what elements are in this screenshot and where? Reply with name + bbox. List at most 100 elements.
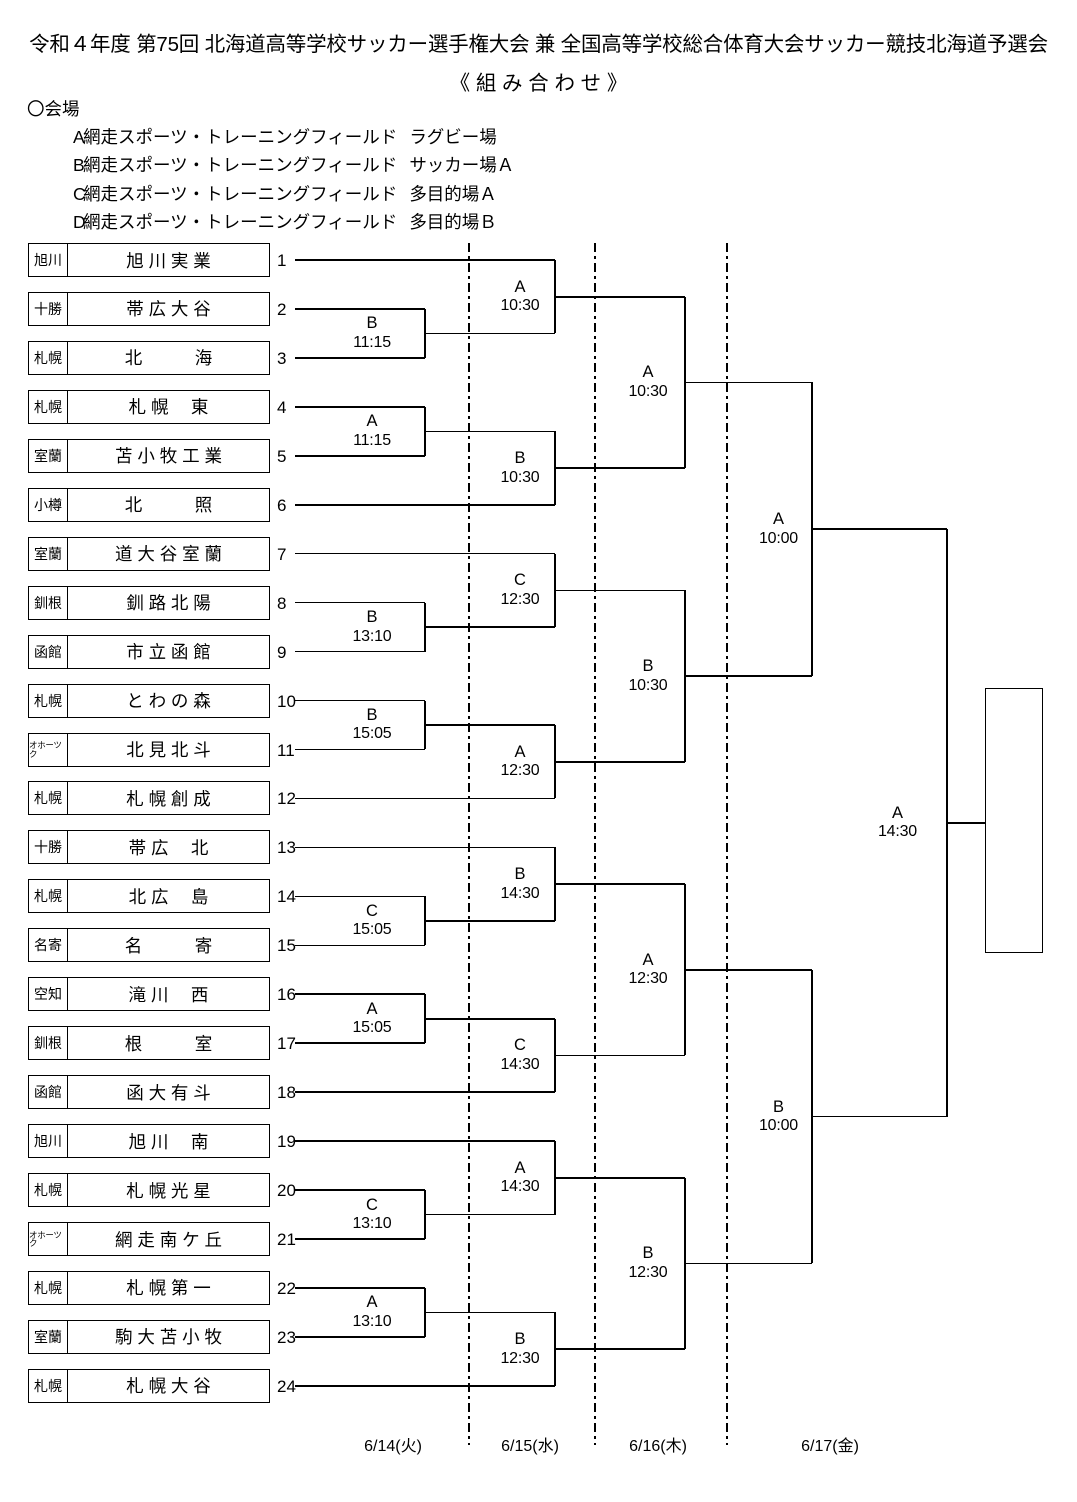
- r1-feed-top: [295, 308, 425, 310]
- r2-feed-bye: [295, 552, 555, 555]
- day-label-2: 6/15(水): [501, 1438, 559, 1455]
- team-row[interactable]: 札幌札 幌 第 一: [28, 1270, 270, 1305]
- r2-feed-winner: [425, 724, 555, 726]
- team-row[interactable]: 小樽北 照: [28, 487, 270, 522]
- match-time: 15:05: [352, 921, 392, 939]
- venue-name: 網走スポーツ・トレーニングフィールド多目的場Ｂ: [83, 212, 497, 233]
- r1-feed-bottom: [295, 1238, 425, 1240]
- r1-bracket-vline: [424, 994, 426, 1044]
- team-name: 北 照: [124, 495, 213, 516]
- r1-feed-top: [295, 993, 425, 996]
- team-prefecture: 札幌: [29, 390, 68, 423]
- team-row[interactable]: 釧根釧 路 北 陽: [28, 585, 270, 620]
- match-time: 10:30: [500, 297, 540, 315]
- match-time: 15:05: [352, 1019, 392, 1037]
- match-time: 10:00: [758, 1117, 799, 1135]
- team-row[interactable]: 札幌と わ の 森: [28, 683, 270, 718]
- team-row[interactable]: オホーツク網 走 南 ケ 丘: [28, 1222, 270, 1256]
- team-row[interactable]: 室蘭駒 大 苫 小 牧: [28, 1319, 270, 1354]
- team-row[interactable]: 函館函 大 有 斗: [28, 1075, 270, 1110]
- match-time: 14:30: [500, 884, 540, 902]
- r1-bracket-vline: [424, 602, 426, 652]
- r3-bracket-vline: [684, 1177, 686, 1350]
- team-row[interactable]: 札幌北 広 島: [28, 879, 270, 914]
- r1-bracket-vline: [424, 700, 426, 750]
- team-row[interactable]: 名寄名 寄: [28, 928, 270, 963]
- match-time: 12:30: [500, 590, 540, 608]
- match-venue: B: [642, 657, 654, 676]
- match-venue: B: [366, 608, 378, 627]
- r2-bracket-vline: [554, 1312, 556, 1386]
- r3-feed-top: [555, 883, 685, 885]
- team-row[interactable]: 釧根根 室: [28, 1026, 270, 1061]
- team-row[interactable]: 函館市 立 函 館: [28, 634, 270, 669]
- seed-number: 20: [277, 1181, 296, 1201]
- team-row[interactable]: 旭川旭 川 実 業: [28, 243, 270, 277]
- team-row[interactable]: 室蘭道 大 谷 室 蘭: [28, 536, 270, 571]
- venue-item-b: B 網走スポーツ・トレーニングフィールドサッカー場Ａ: [27, 153, 514, 178]
- team-row[interactable]: 旭川旭 川 南: [28, 1124, 270, 1159]
- r2-feed-bye: [295, 503, 555, 506]
- team-row[interactable]: 札幌札 幌 光 星: [28, 1173, 270, 1208]
- team-name: 函 大 有 斗: [126, 1082, 211, 1103]
- day-label-4: 6/17(金): [801, 1438, 859, 1455]
- r1-feed-bottom: [295, 1042, 425, 1044]
- final-bracket-vline: [946, 529, 948, 1117]
- tournament-subtitle: 《 組 み 合 わ せ 》: [449, 72, 628, 95]
- team-row[interactable]: オホーツク北 見 北 斗: [28, 732, 270, 767]
- team-prefecture: 室蘭: [29, 439, 68, 472]
- r2-bracket-vline: [554, 1141, 556, 1215]
- venue-name: 網走スポーツ・トレーニングフィールドラグビー場: [83, 127, 497, 147]
- r3-feed-bottom: [555, 760, 685, 763]
- match-venue: B: [366, 706, 378, 725]
- match-venue: B: [514, 449, 526, 468]
- match-venue: A: [772, 510, 784, 529]
- r1-bracket-vline: [424, 308, 426, 358]
- r2-bracket-vline: [554, 553, 556, 628]
- match-time: 12:30: [628, 970, 668, 988]
- r3-bracket-vline: [684, 884, 686, 1056]
- team-row[interactable]: 十勝帯 広 大 谷: [28, 291, 270, 326]
- team-row[interactable]: 札幌札 幌 東: [28, 389, 270, 424]
- team-name: 苫 小 牧 工 業: [115, 446, 222, 467]
- r2-feed-winner: [425, 1311, 555, 1314]
- team-row[interactable]: 札幌札 幌 大 谷: [28, 1368, 270, 1403]
- page-header: 令和４年度 第75回 北海道高等学校サッカー選手権大会 兼 全国高等学校総合体育…: [0, 0, 1077, 96]
- team-prefecture: 旭川: [29, 244, 68, 276]
- team-row[interactable]: 札幌北 海: [28, 340, 270, 375]
- champion-box[interactable]: [985, 688, 1043, 953]
- team-row[interactable]: 札幌札 幌 創 成: [28, 781, 270, 816]
- team-prefecture: オホーツク: [29, 733, 68, 766]
- team-name: 釧 路 北 陽: [126, 593, 211, 614]
- team-name: 名 寄: [124, 935, 213, 956]
- match-time: 10:30: [628, 676, 668, 694]
- team-row[interactable]: 空知滝 川 西: [28, 977, 270, 1012]
- team-name: 市 立 函 館: [126, 642, 211, 663]
- team-row[interactable]: 十勝帯 広 北: [28, 830, 270, 865]
- day-separator-2: [594, 243, 596, 1445]
- team-row[interactable]: 室蘭 苫 小 牧 工 業: [28, 438, 270, 473]
